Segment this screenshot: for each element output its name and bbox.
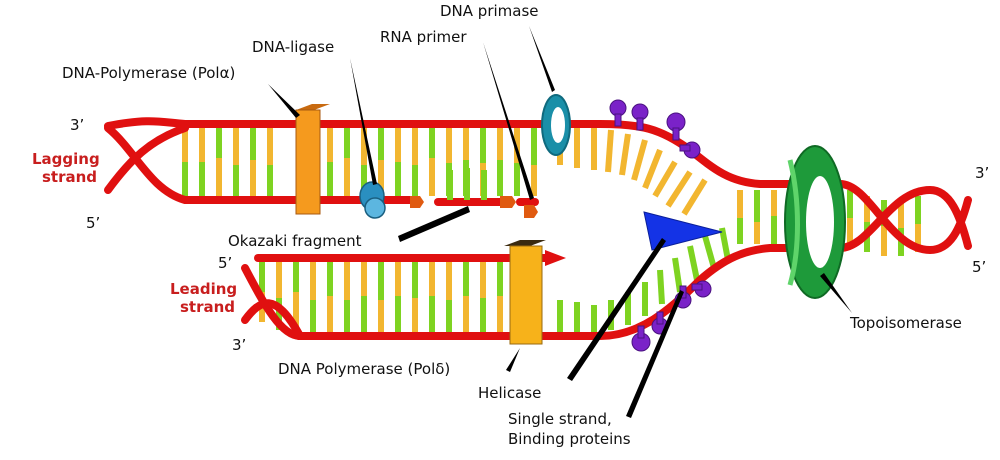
topoisomerase [784,145,846,299]
lagging-5prime-label: 5’ [86,214,100,232]
dna-primase [541,94,571,156]
leading-strand-arrowhead [545,250,566,266]
dna-polymerase-delta [504,240,546,345]
leading-strand-label-line1: Leading [170,280,237,298]
pointer-lines [268,26,852,418]
helicase-label: Helicase [478,384,541,402]
dna-primase-label: DNA primase [440,2,539,20]
leading-strand-label-line2: strand [180,298,235,316]
rna-primer-blocks [410,196,538,218]
lagging-strand-label-line1: Lagging [32,150,100,168]
ssb-proteins-bottom [631,280,712,352]
dna-polymerase-alpha-label: DNA-Polymerase (Polα) [62,64,235,82]
dna-polymerase-alpha [295,104,330,215]
right-3prime-label: 3’ [975,164,989,182]
ssb-label-line1: Single strand, [508,410,612,428]
leading-duplex-base-pairs [259,227,731,332]
leading-strand-backbone [241,244,804,340]
dna-ligase-label: DNA-ligase [252,38,334,56]
okazaki-fragment-bases [447,168,487,200]
right-5prime-label: 5’ [972,258,986,276]
leading-3prime-label: 3’ [232,336,246,354]
dna-ligase [359,181,386,219]
lagging-strand-label-line2: strand [42,168,97,186]
lagging-3prime-label: 3’ [70,116,84,134]
okazaki-fragment-label: Okazaki fragment [228,232,362,250]
lagging-strand-backbone [104,117,804,206]
leading-5prime-label: 5’ [218,254,232,272]
ssb-proteins-top [609,99,701,159]
dna-polymerase-delta-label: DNA Polymerase (Polδ) [278,360,450,378]
ssb-label-line2: Binding proteins [508,430,631,448]
parental-duplex-backbone [796,180,972,255]
lagging-duplex-base-pairs [182,128,708,216]
rna-primer-label: RNA primer [380,28,467,46]
topoisomerase-label: Topoisomerase [849,314,962,332]
